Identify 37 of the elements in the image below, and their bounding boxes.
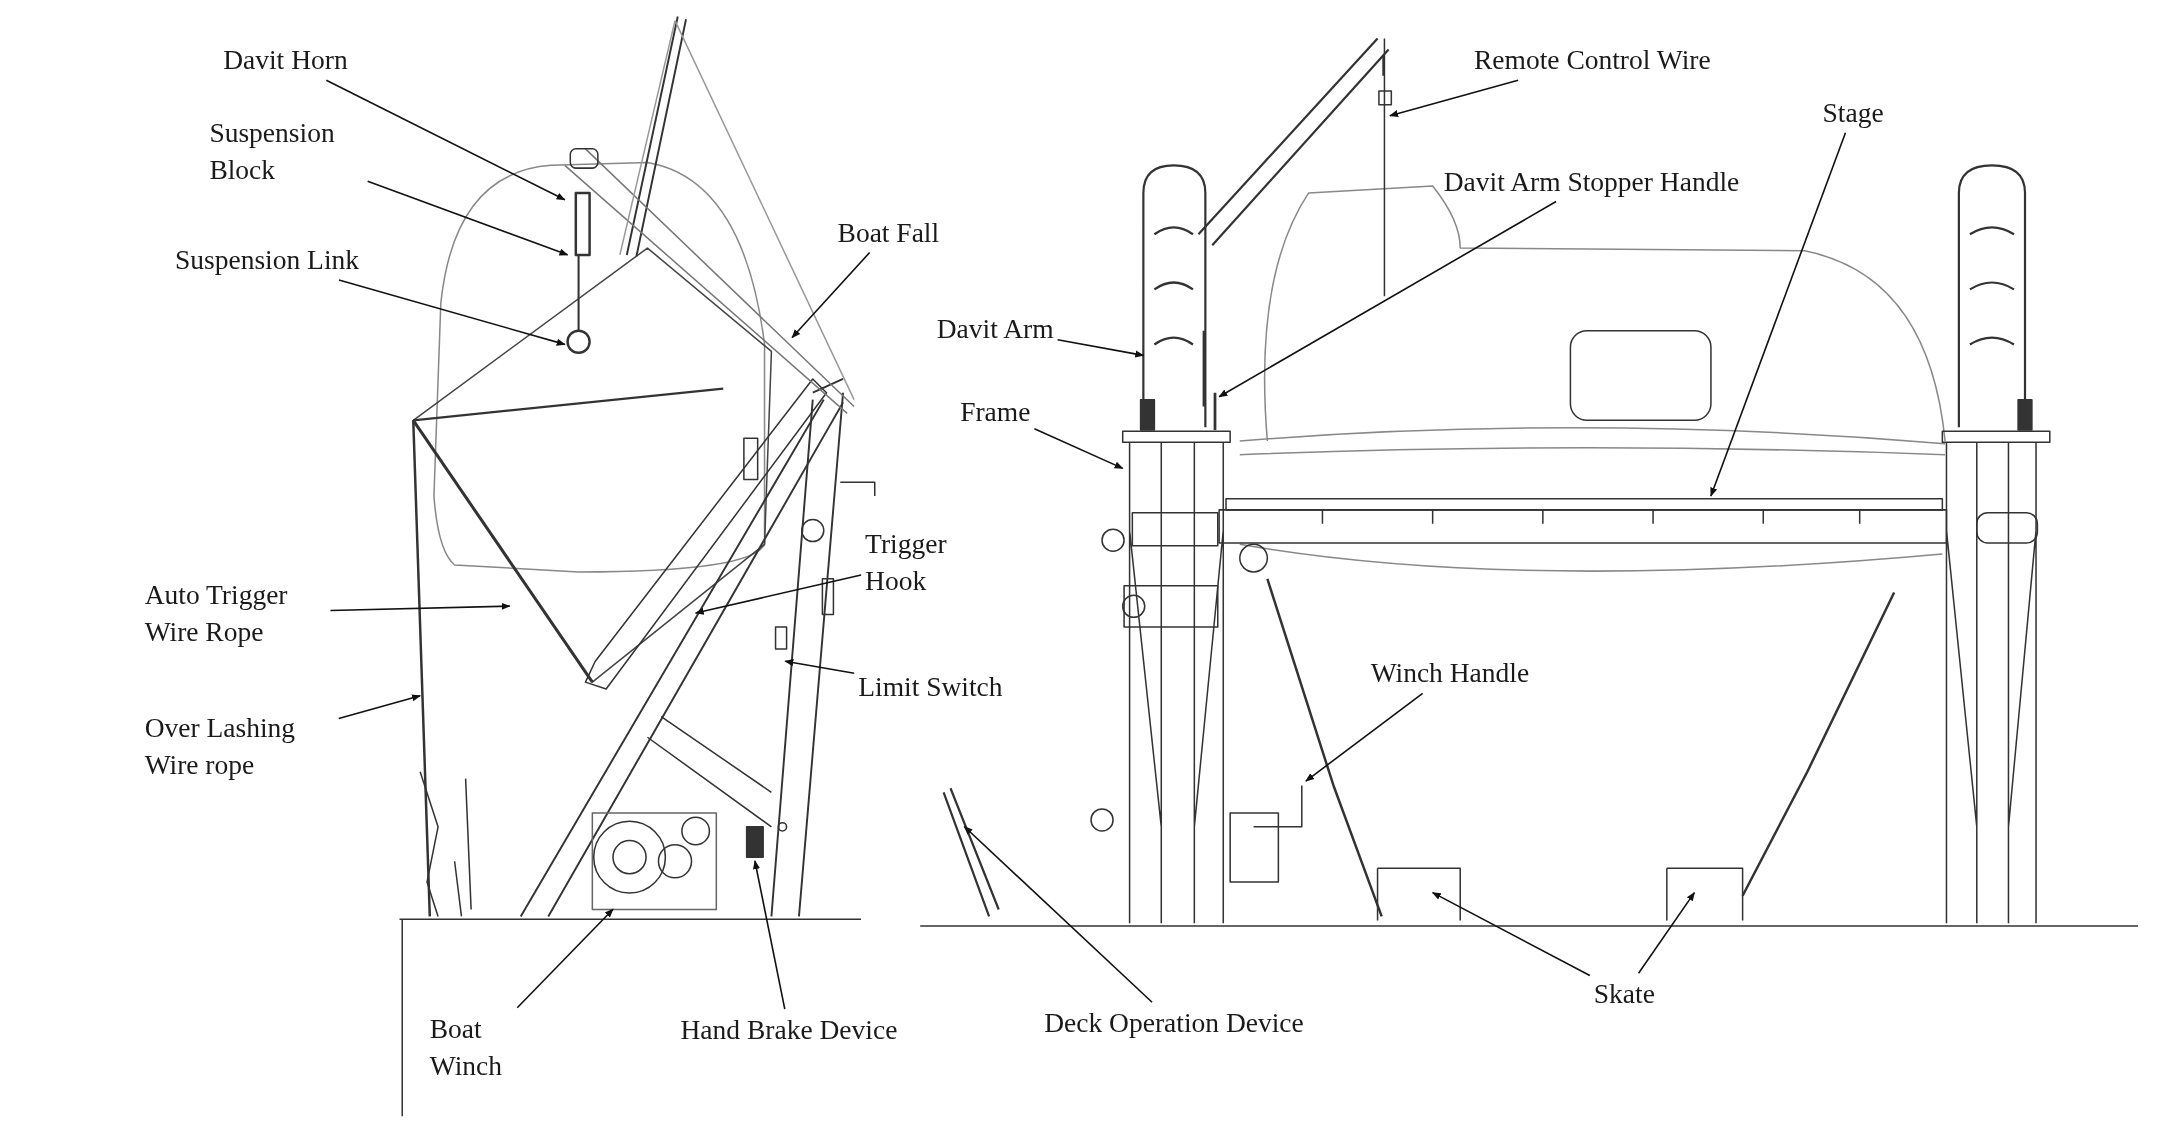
- callout-label: Hand Brake Device: [680, 1011, 898, 1049]
- leader-line: [1033, 427, 1124, 470]
- leader-line: [963, 825, 1153, 1004]
- leader-line: [337, 694, 421, 720]
- callout-label: Winch Handle: [1370, 654, 1530, 692]
- callout-label: Trigger Hook: [865, 524, 973, 599]
- callout-label: Skate: [1593, 975, 1655, 1013]
- callout-label: Suspension Block: [209, 114, 364, 189]
- callout-label: Suspension Link: [174, 241, 360, 279]
- leader-line: [1431, 891, 1591, 977]
- leader-line: [694, 574, 862, 615]
- leader-line: [1710, 131, 1847, 497]
- leader-line: [516, 908, 614, 1009]
- callout-label: Frame: [960, 392, 1031, 430]
- leader-line: [784, 659, 855, 675]
- leader-line: [325, 79, 566, 201]
- callout-label: Davit Arm Stopper Handle: [1443, 162, 1740, 200]
- leader-line: [791, 251, 871, 339]
- leader-line: [338, 279, 566, 346]
- leader-line: [1305, 692, 1424, 782]
- leader-line: [1637, 891, 1696, 975]
- callout-label: Boat Winch: [429, 1009, 529, 1084]
- callout-label: Limit Switch: [858, 668, 1003, 706]
- callout-label: Boat Fall: [837, 213, 940, 251]
- leader-line: [752, 860, 786, 1010]
- leader-line: [1056, 339, 1145, 358]
- callout-label: Deck Operation Device: [1044, 1004, 1304, 1042]
- callout-label: Davit Arm: [936, 309, 1054, 347]
- callout-label: Remote Control Wire: [1473, 41, 1711, 79]
- callout-label: Over Lashing Wire rope: [144, 709, 335, 784]
- leader-line: [1389, 79, 1519, 118]
- leader-line: [1218, 200, 1557, 398]
- callout-label: Auto Trigger Wire Rope: [144, 575, 327, 650]
- leader-line: [329, 602, 511, 612]
- leader-line: [366, 180, 569, 256]
- callout-label: Davit Horn: [223, 41, 348, 79]
- callout-label: Stage: [1822, 93, 1884, 131]
